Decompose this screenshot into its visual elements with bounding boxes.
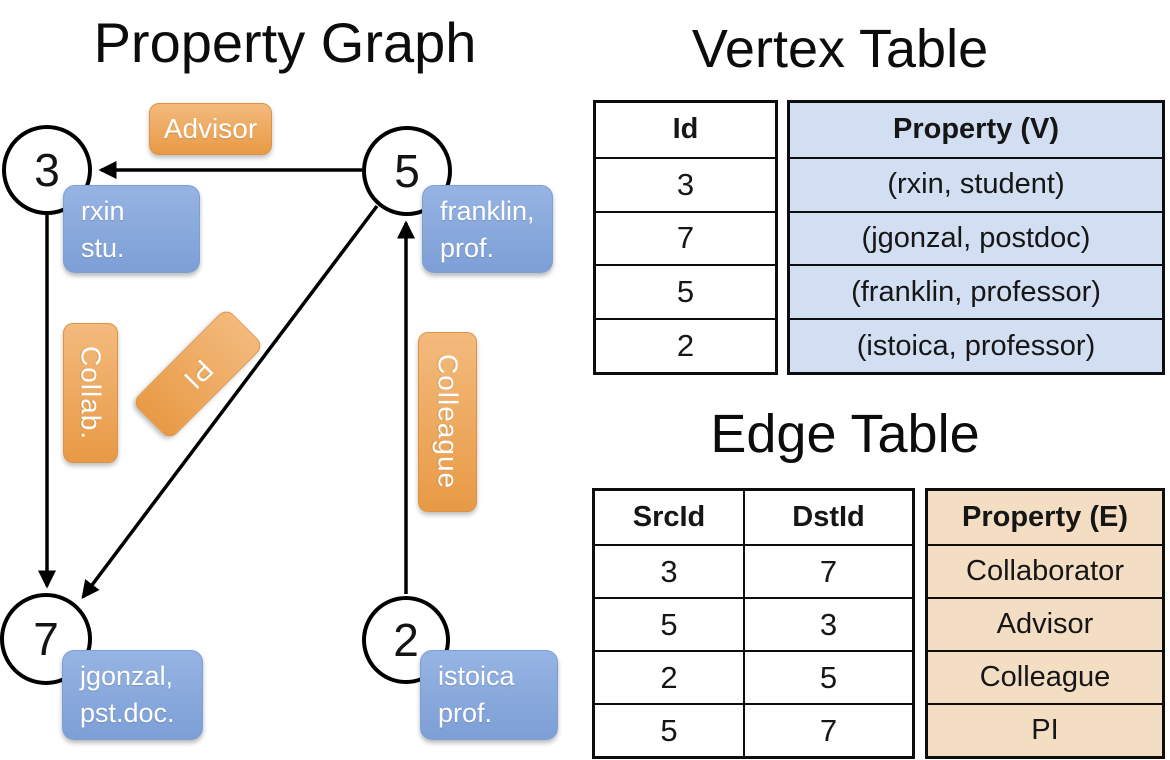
- vertex-table-property-cell: (franklin, professor): [790, 264, 1162, 318]
- graph-edges: [37, 160, 416, 600]
- vertex-property-line1: istoica: [438, 661, 515, 691]
- edge-table-property-cell: Collaborator: [928, 544, 1162, 597]
- node-id: 2: [393, 614, 419, 666]
- vertex-property-box-2: istoica prof.: [420, 650, 558, 740]
- edge-table-src-cell: 5: [595, 597, 745, 650]
- property-graph-title: Property Graph: [93, 11, 477, 74]
- edge-table-property-cell: Colleague: [928, 650, 1162, 703]
- vertex-property-line2: prof.: [440, 233, 495, 263]
- edge-label-text: Advisor: [163, 113, 258, 144]
- vertex-property-line1: franklin,: [440, 196, 535, 226]
- vertex-property-box-7: jgonzal, pst.doc.: [62, 650, 203, 740]
- edge-table-src-cell: 2: [595, 650, 745, 703]
- edge-table-src-cell: 5: [595, 703, 745, 756]
- edge-pi-5-to-7: [81, 204, 379, 600]
- vertex-table-property-cell: (rxin, student): [790, 156, 1162, 211]
- edge-table-dst-cell: 3: [745, 597, 912, 650]
- edge-label-collab: Collab.: [63, 323, 118, 463]
- node-id: 3: [34, 144, 60, 196]
- vertex-table-id-header: Id: [672, 113, 699, 146]
- vertex-table-id-cell: 7: [596, 210, 775, 265]
- vertex-table-title: Vertex Table: [691, 19, 989, 79]
- graph-node-5: 5: [362, 126, 452, 216]
- edge-table-srcid-header: SrcId: [595, 491, 745, 544]
- edge-table-property-column: Property (E) Collaborator Advisor Collea…: [925, 488, 1165, 759]
- vertex-table-property-column: Property (V) (rxin, student) (jgonzal, p…: [787, 100, 1165, 375]
- vertex-property-line2: prof.: [438, 698, 493, 728]
- vertex-property-line2: pst.doc.: [80, 698, 175, 728]
- edge-label-text: Colleague: [432, 354, 464, 490]
- vertex-property-box-3: rxin stu.: [63, 185, 200, 273]
- edge-label-advisor: Advisor: [149, 103, 272, 155]
- edge-table-dstid-header: DstId: [792, 501, 865, 533]
- edge-label-colleague: Colleague: [418, 332, 477, 512]
- vertex-property-line1: rxin: [81, 196, 125, 226]
- edge-table-src-dst-columns: SrcId DstId 3 7 5 3 2 5 5 7: [592, 488, 915, 759]
- vertex-table-property-header: Property (V): [893, 113, 1059, 146]
- vertex-table-property-cell: (jgonzal, postdoc): [790, 210, 1162, 265]
- node-id: 7: [33, 613, 59, 665]
- edge-table-property-header: Property (E): [962, 501, 1128, 533]
- edge-table-title: Edge Table: [710, 404, 980, 464]
- edge-table-property-cell: Advisor: [928, 597, 1162, 650]
- vertex-property-box-5: franklin, prof.: [422, 185, 553, 273]
- vertex-table-id-column: Id 3 7 5 2: [593, 100, 778, 375]
- vertex-table-property-cell: (istoica, professor): [790, 318, 1162, 372]
- edge-label-text: Collab.: [75, 345, 107, 441]
- edge-table-dst-cell: 5: [745, 650, 912, 703]
- edge-label-text: PI: [177, 353, 220, 396]
- node-id: 5: [394, 145, 420, 197]
- graph-node-2: 2: [362, 596, 450, 684]
- edge-table-src-cell: 3: [595, 544, 745, 597]
- vertex-property-line2: stu.: [81, 233, 125, 263]
- edge-table-property-cell: PI: [928, 703, 1162, 756]
- vertex-table-id-cell: 5: [596, 264, 775, 318]
- edge-table-dst-cell: 7: [745, 544, 912, 597]
- vertex-property-line1: jgonzal,: [80, 661, 174, 691]
- vertex-table-id-cell: 3: [596, 156, 775, 211]
- vertex-table-id-cell: 2: [596, 318, 775, 372]
- edge-table-dst-cell: 7: [745, 703, 912, 756]
